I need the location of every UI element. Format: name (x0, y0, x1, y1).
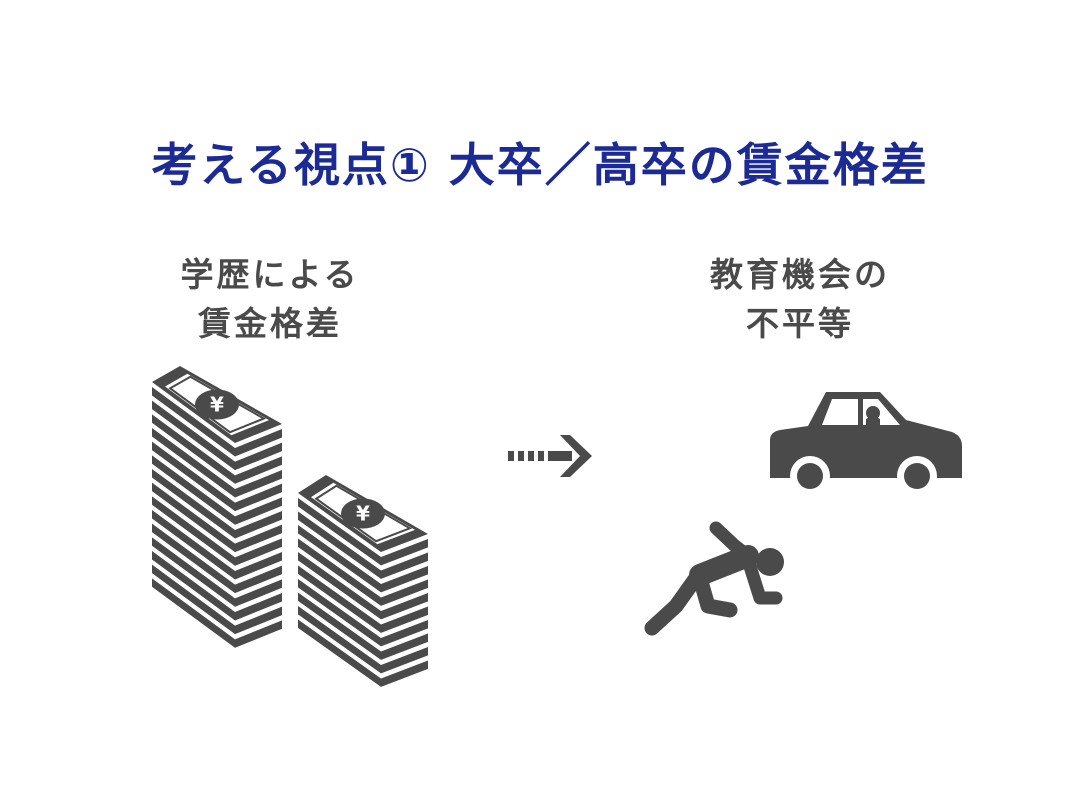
left-caption-line-2: 賃金格差 (198, 304, 342, 343)
left-caption: 学歴による 賃金格差 (150, 250, 390, 348)
car-with-driver-icon (770, 392, 962, 496)
runner-icon (644, 521, 784, 636)
money-stack-tall-icon: ¥ (152, 366, 282, 648)
money-stack-short-icon: ¥ (298, 475, 428, 687)
right-caption-line-2: 不平等 (746, 304, 854, 343)
yen-symbol: ¥ (356, 502, 370, 526)
dashed-right-arrow-icon (508, 435, 592, 477)
slide-title: 考える視点① 大卒／高卒の賃金格差 (151, 138, 929, 192)
right-caption-line-1: 教育機会の (710, 255, 890, 294)
yen-symbol: ¥ (210, 393, 224, 417)
left-caption-line-1: 学歴による (180, 255, 360, 294)
right-caption: 教育機会の 不平等 (680, 250, 920, 348)
